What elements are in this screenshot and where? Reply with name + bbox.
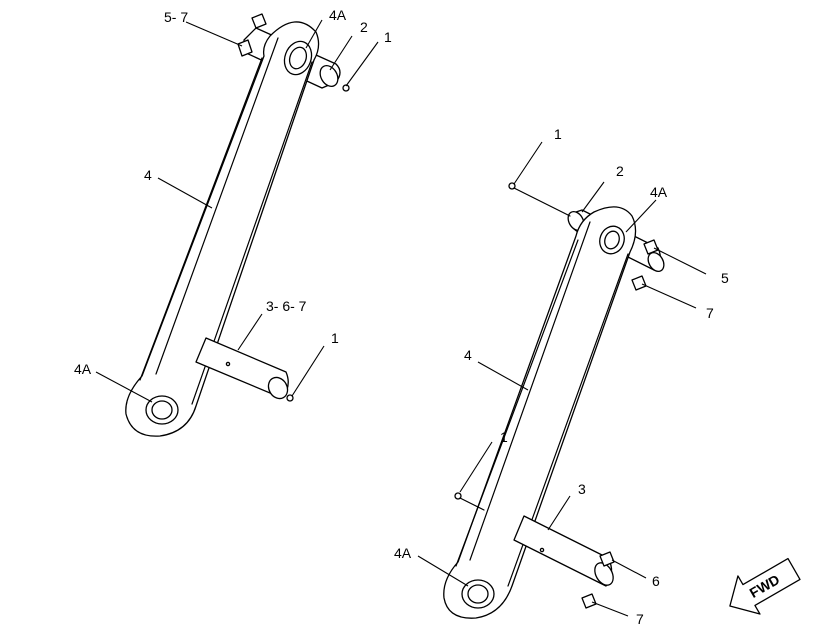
right-upper-fitting-7: [631, 275, 647, 291]
right-callout-7-bottom: 7: [636, 611, 644, 627]
left-bottom-grease-fitting-1: [286, 394, 294, 402]
left-callout-4: 4: [144, 167, 152, 183]
right-callout-5: 5: [721, 270, 729, 286]
left-callout-1-top: 1: [384, 29, 392, 45]
left-link-assembly: 5- 7 4A 2 1 4 3- 6- 7 1 4A: [74, 7, 392, 437]
right-callout-2: 2: [616, 163, 624, 179]
right-callout-1-top: 1: [554, 126, 562, 142]
right-top-grease-fitting-1: [508, 182, 516, 190]
right-callout-6: 6: [652, 573, 660, 589]
fwd-arrow: FWD: [729, 557, 801, 615]
left-callout-5-7: 5- 7: [164, 9, 188, 25]
right-callout-4a-bottom: 4A: [394, 545, 412, 561]
left-callout-2: 2: [360, 19, 368, 35]
right-callout-3: 3: [578, 481, 586, 497]
left-lower-pin: [195, 337, 289, 400]
right-lower-pin: [513, 515, 614, 587]
left-callout-3-6-7: 3- 6- 7: [266, 298, 307, 314]
right-mid-grease-fitting-1: [454, 492, 462, 500]
right-callout-1-mid: 1: [500, 429, 508, 445]
left-upper-grease-fitting: [237, 13, 267, 57]
right-link-arm: [443, 206, 637, 619]
left-link-arm: [125, 21, 320, 437]
left-callout-4a-bottom: 4A: [74, 361, 92, 377]
left-callout-4a-top: 4A: [329, 7, 347, 23]
fwd-arrow-icon: [729, 557, 801, 615]
right-lower-fitting-6: [599, 551, 615, 567]
left-callout-1-bottom: 1: [331, 330, 339, 346]
right-link-assembly: 1 2 4A 5 7 4 1 3 4A 6 7: [394, 126, 729, 627]
right-lower-fitting-7: [581, 593, 597, 609]
right-callout-4: 4: [464, 347, 472, 363]
right-callout-7-top: 7: [706, 305, 714, 321]
right-callout-4a-top: 4A: [650, 184, 668, 200]
left-top-grease-fitting-1: [342, 84, 350, 92]
